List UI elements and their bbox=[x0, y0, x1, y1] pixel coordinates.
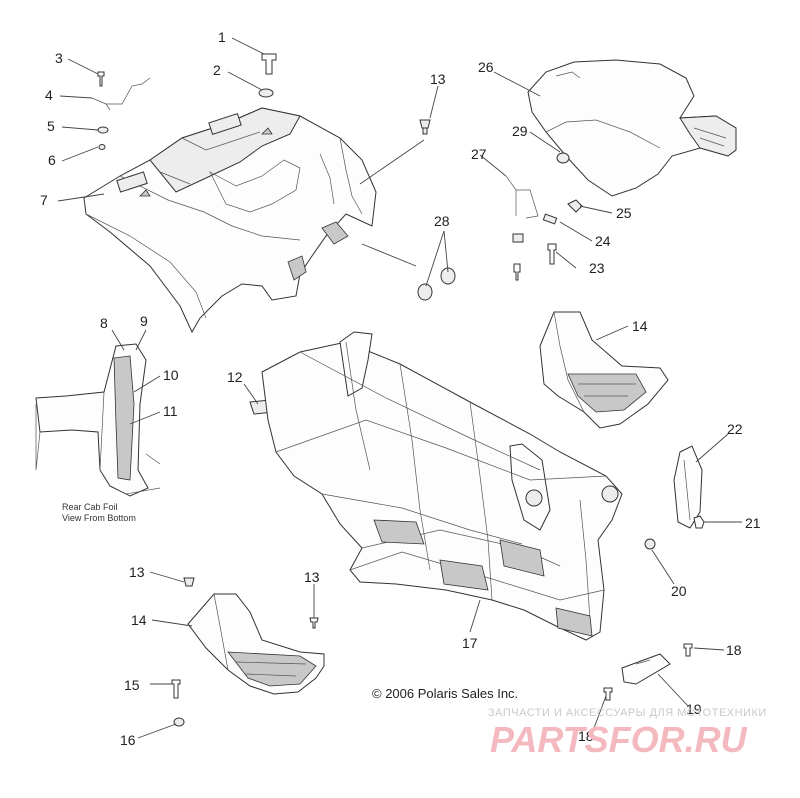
grommet-parts bbox=[417, 267, 456, 301]
frame-part bbox=[261, 331, 623, 641]
callout-9: 9 bbox=[140, 313, 148, 329]
callout-12: 12 bbox=[227, 369, 243, 385]
seat-latch-parts bbox=[505, 175, 583, 281]
watermark-brand: PARTSFOR.RU bbox=[490, 719, 748, 760]
footwell-left-part bbox=[187, 593, 325, 695]
bumper-bracket-parts bbox=[603, 643, 693, 701]
inset-note-line2: View From Bottom bbox=[62, 513, 136, 523]
callout-13-mid: 13 bbox=[304, 569, 320, 585]
callout-21: 21 bbox=[745, 515, 761, 531]
callout-14-lower: 14 bbox=[131, 612, 147, 628]
front-bracket-parts bbox=[644, 445, 705, 550]
callout-22: 22 bbox=[727, 421, 743, 437]
lower-hardware bbox=[171, 577, 319, 727]
footwell-right-part bbox=[539, 311, 669, 429]
fastener-hardware bbox=[91, 53, 277, 150]
callout-10: 10 bbox=[163, 367, 179, 383]
callout-1: 1 bbox=[218, 29, 226, 45]
callout-8: 8 bbox=[100, 315, 108, 331]
callout-20: 20 bbox=[671, 583, 687, 599]
callout-19: 19 bbox=[686, 701, 702, 717]
callout-13-left: 13 bbox=[129, 564, 145, 580]
callout-2: 2 bbox=[213, 62, 221, 78]
rear-cab-foil-inset bbox=[35, 343, 161, 497]
callout-7: 7 bbox=[40, 192, 48, 208]
copyright-text: © 2006 Polaris Sales Inc. bbox=[372, 686, 518, 701]
rear-cab-part bbox=[83, 107, 377, 334]
callout-18-right: 18 bbox=[726, 642, 742, 658]
callout-24: 24 bbox=[595, 233, 611, 249]
callout-11: 11 bbox=[163, 403, 178, 419]
callout-3: 3 bbox=[55, 50, 63, 66]
inset-note-line1: Rear Cab Foil bbox=[62, 502, 118, 512]
callout-15: 15 bbox=[124, 677, 140, 693]
callout-27: 27 bbox=[471, 146, 487, 162]
callout-18-bottom: 18 bbox=[578, 728, 594, 744]
callout-25: 25 bbox=[616, 205, 632, 221]
callout-17: 17 bbox=[462, 635, 478, 651]
clip-part bbox=[419, 119, 431, 135]
watermark-tagline: ЗАПЧАСТИ И АКСЕССУАРЫ ДЛЯ МОТОТЕХНИКИ bbox=[488, 707, 767, 719]
callout-16: 16 bbox=[120, 732, 136, 748]
callout-26: 26 bbox=[478, 59, 494, 75]
leader-lines bbox=[57, 37, 742, 739]
callout-13-top: 13 bbox=[430, 71, 446, 87]
callout-28: 28 bbox=[434, 213, 450, 229]
callout-numbers: 1 2 3 4 5 6 7 8 9 10 11 12 13 13 13 14 1… bbox=[40, 29, 761, 748]
callout-4: 4 bbox=[45, 87, 53, 103]
seat-bumper-part bbox=[556, 152, 570, 164]
callout-5: 5 bbox=[47, 118, 55, 134]
seat-part bbox=[527, 59, 737, 197]
callout-23: 23 bbox=[589, 260, 605, 276]
callout-6: 6 bbox=[48, 152, 56, 168]
callout-14-upper: 14 bbox=[632, 318, 648, 334]
callout-29: 29 bbox=[512, 123, 528, 139]
